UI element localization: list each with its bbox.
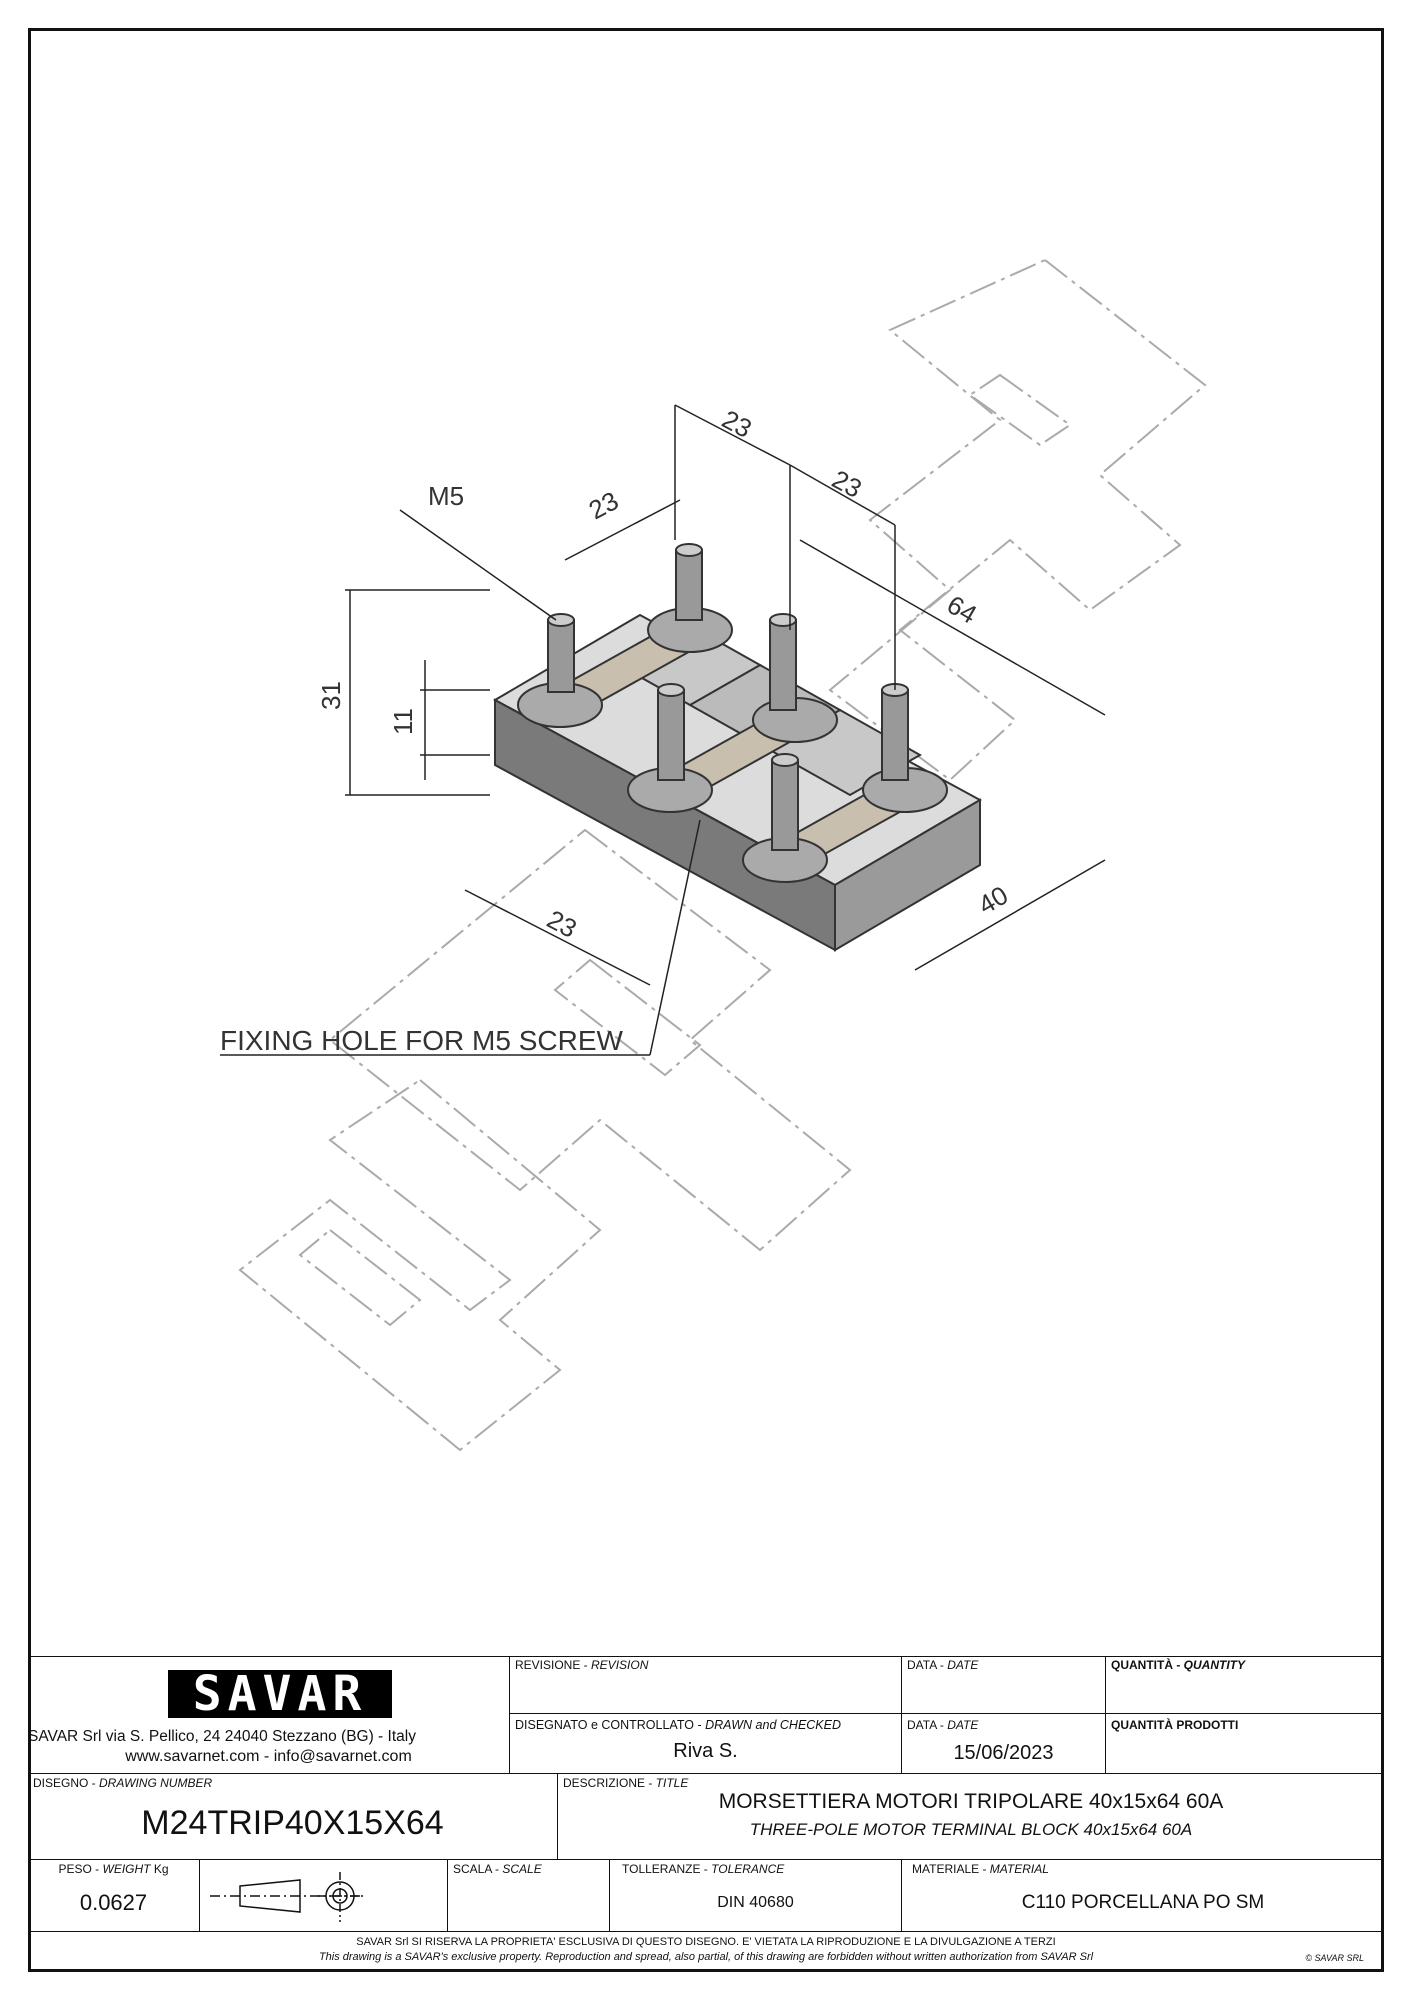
drawn-date-cell: DATA - DATE 15/06/2023 [902, 1714, 1106, 1774]
dim-height-base: 11 [388, 708, 418, 735]
dim-pitch-bottom: 23 [542, 904, 582, 944]
notice-english: This drawing is a SAVAR's exclusive prop… [318, 1951, 1094, 1963]
dim-length: 64 [942, 589, 982, 629]
drawing-number-cell: DISEGNO - DRAWING NUMBER M24TRIP40X15X64 [28, 1774, 558, 1860]
drawn-by-value: Riva S. [673, 1740, 738, 1762]
company-cell: SAVAR SAVAR Srl via S. Pellico, 24 24040… [28, 1656, 510, 1774]
scale-cell: SCALA - SCALE [448, 1860, 610, 1932]
dim-width: 40 [973, 880, 1013, 920]
material-value: C110 PORCELLANA PO SM [1021, 1892, 1265, 1913]
revision-cell: REVISIONE - REVISION [510, 1656, 902, 1714]
technical-drawing: M5 FIXING HOLE FOR M5 SCREW 31 11 23 23 … [220, 258, 1207, 1452]
dimension-lines [220, 404, 1106, 1056]
title-cell: DESCRIZIONE - TITLE MORSETTIERA MOTORI T… [558, 1774, 1384, 1860]
tolerance-cell: TOLLERANZE - TOLERANCE DIN 40680 [610, 1860, 902, 1932]
first-angle-projection-icon [210, 1872, 365, 1922]
terminal-block-illustration [492, 543, 983, 952]
dim-pitch-top-left: 23 [584, 485, 624, 525]
copyright: © SAVAR SRL [1305, 1953, 1364, 1963]
dim-pitch-top-middle: 23 [717, 404, 757, 444]
title-block: SAVAR SAVAR Srl via S. Pellico, 24 24040… [28, 1656, 1384, 1972]
drawn-date-value: 15/06/2023 [953, 1742, 1054, 1764]
drawn-cell: DISEGNATO e CONTROLLATO - DRAWN and CHEC… [510, 1714, 902, 1774]
notice-italian: SAVAR Srl SI RISERVA LA PROPRIETA' ESCLU… [356, 1936, 1056, 1948]
title-english: THREE-POLE MOTOR TERMINAL BLOCK 40x15x64… [749, 1820, 1193, 1839]
drawing-sheet-border [28, 28, 1384, 1972]
footer-notice: SAVAR Srl SI RISERVA LA PROPRIETA' ESCLU… [28, 1932, 1384, 1972]
company-address: SAVAR Srl via S. Pellico, 24 24040 Stezz… [28, 1728, 416, 1745]
company-web: www.savarnet.com - info@savarnet.com [125, 1748, 412, 1765]
product-quantity-cell: QUANTITÀ PRODOTTI [1106, 1714, 1384, 1774]
savar-logo: SAVAR [168, 1670, 392, 1718]
material-cell: MATERIALE - MATERIAL C110 PORCELLANA PO … [902, 1860, 1384, 1932]
drawing-number-value: M24TRIP40X15X64 [141, 1804, 444, 1842]
callout-m5: M5 [428, 481, 464, 511]
savar-watermark [238, 258, 1207, 1452]
projection-symbol-cell [200, 1860, 448, 1932]
dim-height-total: 31 [316, 681, 346, 710]
weight-value: 0.0627 [79, 1890, 148, 1915]
callout-fixing-hole: FIXING HOLE FOR M5 SCREW [220, 1025, 623, 1056]
tolerance-value: DIN 40680 [717, 1894, 794, 1911]
weight-cell: PESO - WEIGHT Kg 0.0627 [28, 1860, 200, 1932]
quantity-cell: QUANTITÀ - QUANTITY [1106, 1656, 1384, 1714]
revision-date-cell: DATA - DATE [902, 1656, 1106, 1714]
dim-pitch-top-right: 23 [827, 464, 867, 504]
title-italian: MORSETTIERA MOTORI TRIPOLARE 40x15x64 60… [718, 1790, 1224, 1813]
